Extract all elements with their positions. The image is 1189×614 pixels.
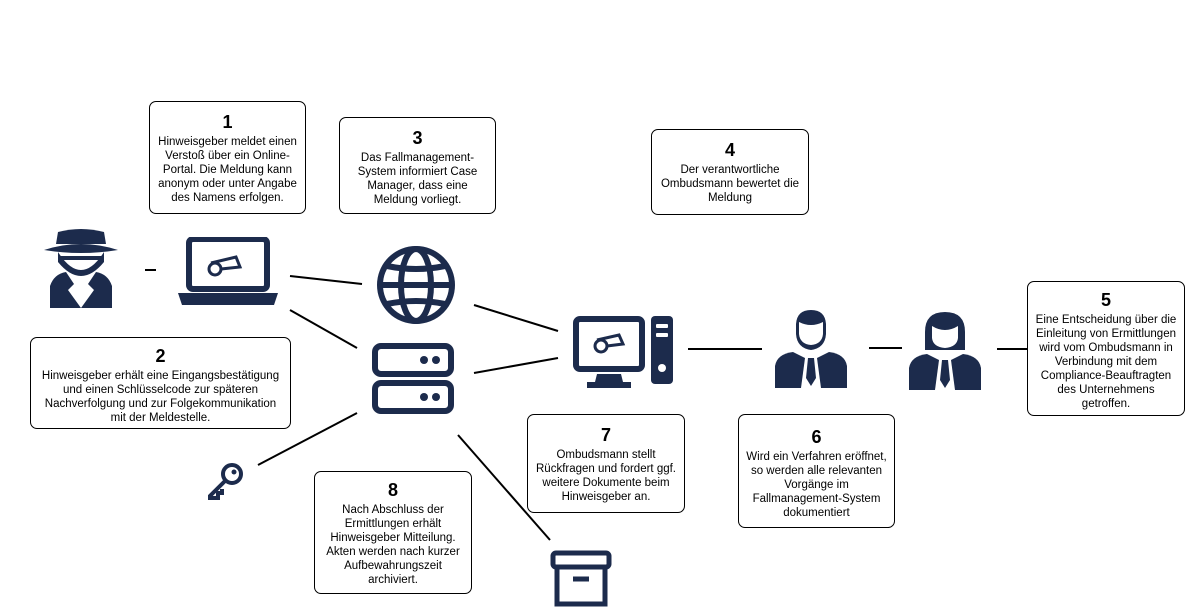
step-text: Der verantwortliche Ombudsmann bewertet … <box>660 164 800 204</box>
server-icon <box>372 343 454 414</box>
spy-icon <box>44 229 118 308</box>
step-number: 6 <box>811 427 822 447</box>
step-number: 5 <box>1100 290 1111 310</box>
step-box-8: 8 Nach Abschluss der Ermittlungen erhält… <box>314 471 472 594</box>
archive-box-icon <box>550 550 612 607</box>
connector-server-key <box>257 412 358 466</box>
connector-laptop-globe <box>289 275 363 285</box>
step-text: Ombudsmann stellt Rückfragen und fordert… <box>536 449 676 503</box>
connector-server-desktop <box>473 357 559 374</box>
step-number: 3 <box>412 128 423 148</box>
connector-server-archive <box>457 434 551 541</box>
step-number: 7 <box>600 425 611 445</box>
step-number: 2 <box>155 346 166 366</box>
businesswoman-icon <box>909 312 981 390</box>
step-box-2: 2 Hinweisgeber erhält eine Eingangsbestä… <box>30 337 291 429</box>
step-number: 4 <box>724 140 735 160</box>
step-box-4: 4 Der verantwortliche Ombudsmann bewerte… <box>651 129 809 215</box>
step-text: Wird ein Verfahren eröffnet, so werden a… <box>746 451 887 519</box>
step-number: 1 <box>222 112 233 132</box>
step-text: Nach Abschluss der Ermittlungen erhält H… <box>326 504 460 586</box>
step-box-1: 1 Hinweisgeber meldet einen Verstoß über… <box>149 101 306 214</box>
step-text: Hinweisgeber meldet einen Verstoß über e… <box>158 136 297 204</box>
key-icon <box>208 463 243 500</box>
connector-globe-desktop <box>473 304 559 332</box>
step-text: Hinweisgeber erhält eine Eingangsbestäti… <box>41 370 280 424</box>
step-number: 8 <box>387 480 398 500</box>
step-text: Eine Entscheidung über die Einleitung vo… <box>1035 314 1177 410</box>
step-box-5: 5 Eine Entscheidung über die Einleitung … <box>1027 281 1185 416</box>
desktop-whistle-icon <box>573 316 673 388</box>
businessman-icon <box>775 310 847 388</box>
connector-laptop-server <box>289 309 358 349</box>
step-box-7: 7 Ombudsmann stellt Rückfragen und forde… <box>527 414 685 513</box>
globe-icon <box>377 246 455 324</box>
step-box-3: 3 Das Fallmanagement-System informiert C… <box>339 117 496 214</box>
laptop-whistle-icon <box>178 237 278 305</box>
step-box-6: 6 Wird ein Verfahren eröffnet, so werden… <box>738 414 895 528</box>
step-text: Das Fallmanagement-System informiert Cas… <box>357 152 478 206</box>
